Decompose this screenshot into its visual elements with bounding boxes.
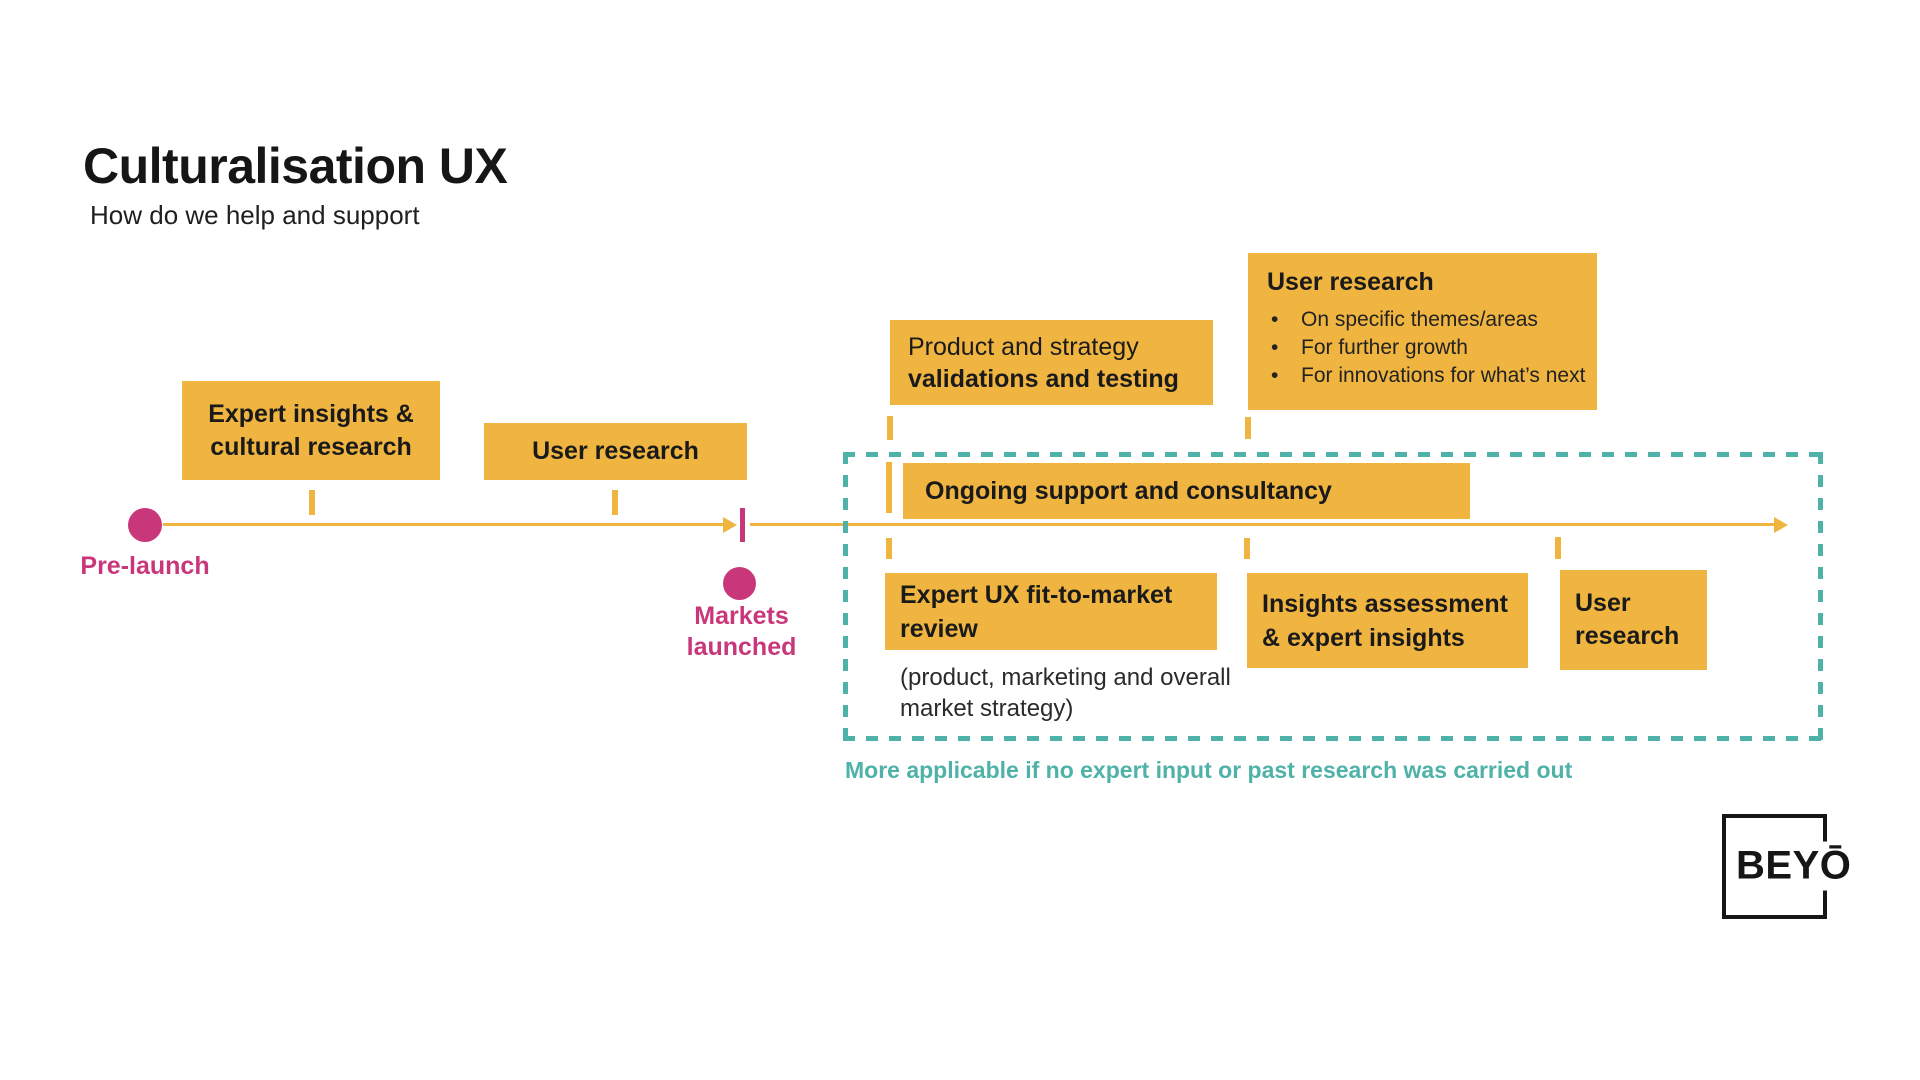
timeline-segment-post	[750, 523, 1776, 526]
bullet-text: For further growth	[1301, 336, 1468, 359]
user-research-followup-line2: research	[1575, 622, 1680, 650]
connector-user-research-post	[1245, 417, 1251, 439]
dashed-zone-border-top	[843, 452, 1823, 457]
markets-launched-line1: Markets	[694, 602, 789, 630]
timeline-segment-pre	[163, 523, 725, 526]
expert-insights-line2: cultural research	[210, 432, 412, 461]
markets-launched-tick	[740, 508, 745, 542]
beyo-logo-text: BEYŌ	[1734, 841, 1859, 891]
connector-expert-ux	[886, 538, 892, 559]
page-title: Culturalisation UX	[83, 138, 508, 194]
user-research-pre-label: User research	[532, 437, 699, 465]
pre-launch-dot	[128, 508, 162, 542]
insights-line2: & expert insights	[1262, 623, 1465, 652]
connector-user-research-pre	[612, 490, 618, 515]
bullet-icon: •	[1271, 336, 1279, 359]
bullet-text: For innovations for what’s next	[1301, 364, 1586, 387]
dashed-zone-caption: More applicable if no expert input or pa…	[845, 757, 1573, 783]
markets-launched-label: Markets launched	[639, 601, 844, 663]
expert-ux-line1: Expert UX fit-to-market	[900, 580, 1173, 609]
product-strategy-line1: Product and strategy	[908, 332, 1139, 361]
expert-insights-line1: Expert insights &	[208, 399, 414, 428]
timeline-arrowhead-mid	[723, 517, 737, 533]
bullet-item: • For further growth	[1267, 334, 1587, 361]
expert-ux-box: Expert UX fit-to-market review	[885, 573, 1217, 650]
user-research-pre-box: User research	[484, 423, 747, 480]
dashed-zone-border-left	[843, 452, 848, 741]
page-subtitle: How do we help and support	[90, 200, 420, 230]
expert-ux-line2: review	[900, 614, 978, 643]
expert-ux-note-line1: (product, marketing and overall	[900, 664, 1231, 691]
connector-user-research-followup	[1555, 537, 1561, 559]
connector-product-strategy	[887, 416, 893, 440]
insights-assessment-box: Insights assessment & expert insights	[1247, 573, 1528, 668]
bullet-item: • For innovations for what’s next	[1267, 362, 1587, 389]
user-research-followup-line1: User	[1575, 589, 1631, 617]
user-research-followup-box: User research	[1560, 570, 1707, 670]
bullet-icon: •	[1271, 364, 1279, 387]
product-strategy-box: Product and strategy validations and tes…	[890, 320, 1213, 405]
bullet-icon: •	[1271, 308, 1279, 331]
user-research-post-bullets: • On specific themes/areas • For further…	[1267, 306, 1587, 389]
bullet-text: On specific themes/areas	[1301, 308, 1538, 331]
ongoing-support-box: Ongoing support and consultancy	[903, 463, 1470, 519]
dashed-zone-border-bottom	[843, 736, 1823, 741]
markets-launched-dot	[723, 567, 756, 600]
markets-launched-line2: launched	[686, 633, 797, 661]
expert-insights-box: Expert insights & cultural research	[182, 381, 440, 480]
timeline-arrowhead-end	[1774, 517, 1788, 533]
user-research-post-box: User research • On specific themes/areas…	[1248, 253, 1597, 410]
beyo-logo: BEYŌ	[1722, 814, 1859, 919]
pre-launch-label: Pre-launch	[80, 552, 210, 580]
dashed-zone-border-right	[1818, 452, 1823, 741]
bullet-item: • On specific themes/areas	[1267, 306, 1587, 333]
product-strategy-line2: validations and testing	[908, 364, 1179, 393]
ongoing-support-label: Ongoing support and consultancy	[925, 476, 1332, 505]
connector-insights	[1244, 538, 1250, 559]
insights-line1: Insights assessment	[1262, 589, 1508, 618]
user-research-post-title: User research	[1267, 268, 1434, 296]
expert-ux-note-line2: market strategy)	[900, 695, 1074, 722]
connector-expert-insights	[309, 490, 315, 515]
expert-ux-note: (product, marketing and overall market s…	[900, 662, 1260, 724]
connector-ongoing	[886, 462, 892, 513]
